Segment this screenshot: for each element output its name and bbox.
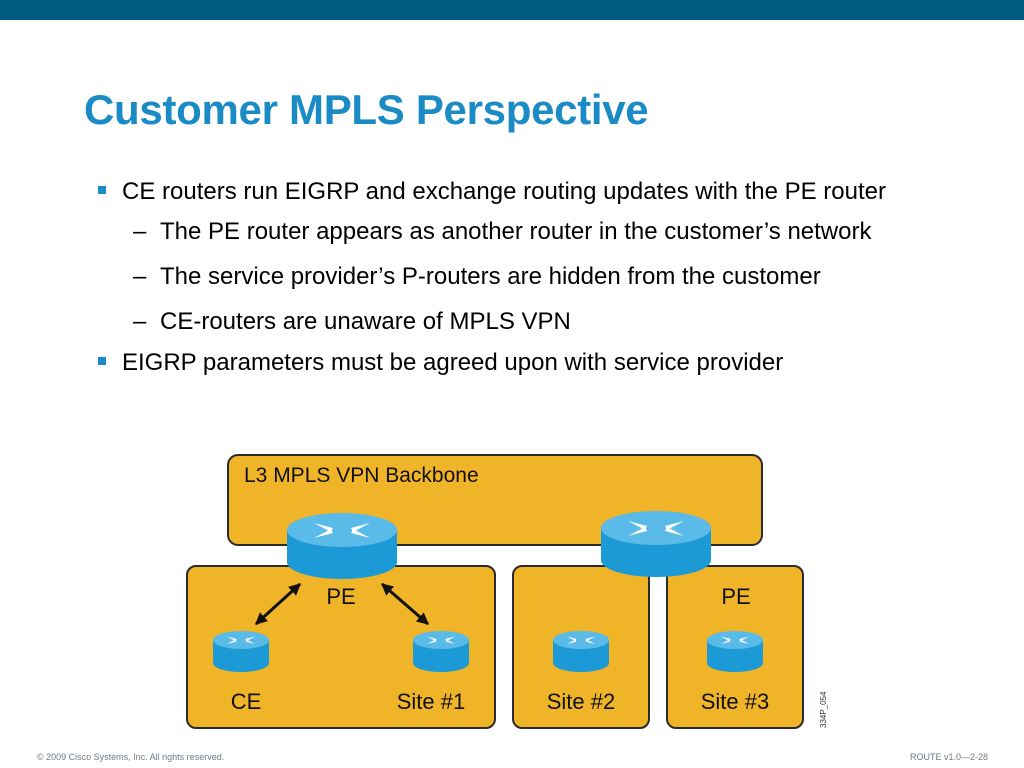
site1-router-icon (413, 631, 469, 672)
ce-label: CE (231, 689, 262, 714)
site1-label: Site #1 (397, 689, 466, 714)
link-pe-ce (254, 582, 302, 626)
bullet-square-icon (98, 357, 106, 365)
pe-router-left-icon (287, 513, 397, 579)
figure-id-label: 334P_054 (819, 691, 828, 728)
page-reference: ROUTE v1.0—2-28 (909, 752, 988, 762)
site2-label: Site #2 (547, 689, 616, 714)
bullet-text: CE routers run EIGRP and exchange routin… (122, 178, 886, 205)
bullet-item: EIGRP parameters must be agreed upon wit… (96, 347, 976, 378)
sub-bullet-item: – The service provider’s P-routers are h… (96, 261, 976, 292)
header-bar (0, 0, 1024, 20)
sub-bullet-item: – CE-routers are unaware of MPLS VPN (96, 306, 976, 337)
copyright-text: © 2009 Cisco Systems, Inc. All rights re… (37, 752, 225, 762)
pe-router-right-icon (601, 511, 711, 577)
bullet-square-icon (98, 186, 106, 194)
slide-title: Customer MPLS Perspective (84, 86, 649, 133)
site3-label: Site #3 (701, 689, 770, 714)
dash-icon: – (133, 308, 147, 335)
bullet-text: EIGRP parameters must be agreed upon wit… (122, 349, 784, 376)
sub-bullet-text: The service provider’s P-routers are hid… (160, 263, 821, 290)
sub-bullet-item: – The PE router appears as another route… (96, 216, 976, 247)
dash-icon: – (133, 263, 147, 290)
sub-bullet-text: The PE router appears as another router … (160, 218, 872, 245)
bullet-item: CE routers run EIGRP and exchange routin… (96, 176, 976, 207)
pe-right-label: PE (721, 584, 750, 609)
dash-icon: – (133, 218, 147, 245)
ce-router-icon (213, 631, 269, 672)
site2-router-icon (553, 631, 609, 672)
backbone-label: L3 MPLS VPN Backbone (244, 464, 479, 487)
pe-left-label: PE (326, 584, 355, 609)
site3-router-icon (707, 631, 763, 672)
link-pe-site1 (381, 582, 429, 626)
sub-bullet-text: CE-routers are unaware of MPLS VPN (160, 308, 571, 335)
bullet-list: CE routers run EIGRP and exchange routin… (96, 176, 976, 387)
